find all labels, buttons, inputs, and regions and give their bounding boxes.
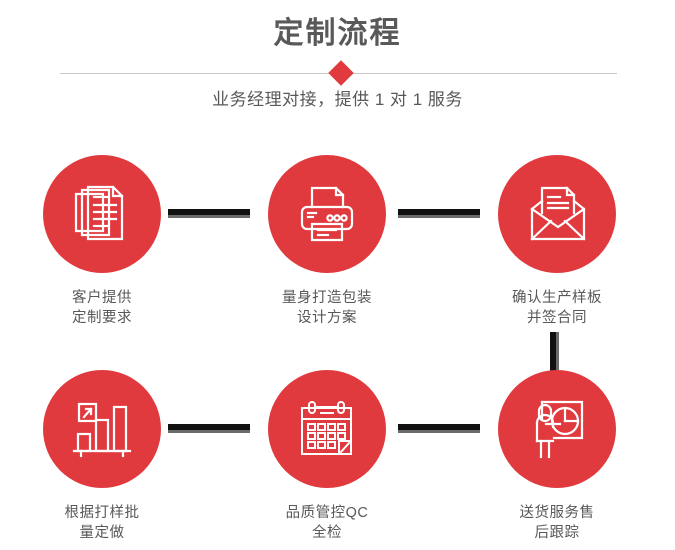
step-4-label: 根据打样批 量定做 [64, 505, 140, 541]
step-6-icon-circle [498, 370, 616, 488]
step-1-label: 客户提供 定制要求 [72, 290, 132, 326]
flow-step-2[interactable]: 量身打造包装 设计方案 [237, 155, 417, 328]
connector-shadow [556, 332, 559, 372]
step-5-label: 品质管控QC 全检 [285, 505, 369, 541]
envelope-document-icon [530, 186, 586, 241]
flow-step-5[interactable]: 品质管控QC 全检 [237, 370, 417, 543]
step-3-icon-circle [498, 155, 616, 273]
flow-step-3[interactable]: 确认生产样板 并签合同 [467, 155, 647, 328]
documents-stack-icon [74, 185, 124, 241]
step-4-icon-circle [43, 370, 161, 488]
diamond-marker-icon [328, 60, 354, 86]
connector-step5-step6 [398, 424, 480, 433]
printer-icon [300, 186, 354, 242]
connector-bar [398, 209, 480, 215]
bar-chart-growth-icon [72, 402, 132, 458]
calendar-icon [301, 401, 352, 455]
presenter-pie-chart-icon [535, 400, 584, 459]
title-divider [60, 60, 617, 86]
connector-step3-step6 [550, 332, 559, 372]
page-title: 定制流程 [273, 17, 402, 50]
connector-bar [168, 424, 250, 430]
connector-shadow [168, 430, 250, 433]
connector-bar [550, 332, 556, 372]
page-subtitle: 业务经理对接，提供 1 对 1 服务 [212, 90, 463, 109]
page-header: 定制流程 业务经理对接，提供 1 对 1 服务 [0, 0, 675, 125]
step-2-label: 量身打造包装 设计方案 [282, 290, 372, 326]
connector-step4-step5 [168, 424, 250, 433]
connector-shadow [398, 215, 480, 218]
step-5-icon-circle [268, 370, 386, 488]
connector-shadow [168, 215, 250, 218]
step-2-icon-circle [268, 155, 386, 273]
connector-step1-step2 [168, 209, 250, 218]
step-6-label: 送货服务售 后跟踪 [519, 505, 595, 541]
process-flow-diagram: 客户提供 定制要求 量身打造包装 设计方案 [0, 140, 675, 550]
step-1-icon-circle [43, 155, 161, 273]
connector-bar [398, 424, 480, 430]
flow-step-1[interactable]: 客户提供 定制要求 [12, 155, 192, 328]
connector-bar [168, 209, 250, 215]
connector-shadow [398, 430, 480, 433]
step-3-label: 确认生产样板 并签合同 [512, 290, 602, 326]
flow-step-6[interactable]: 送货服务售 后跟踪 [467, 370, 647, 543]
connector-step2-step3 [398, 209, 480, 218]
flow-step-4[interactable]: 根据打样批 量定做 [12, 370, 192, 543]
